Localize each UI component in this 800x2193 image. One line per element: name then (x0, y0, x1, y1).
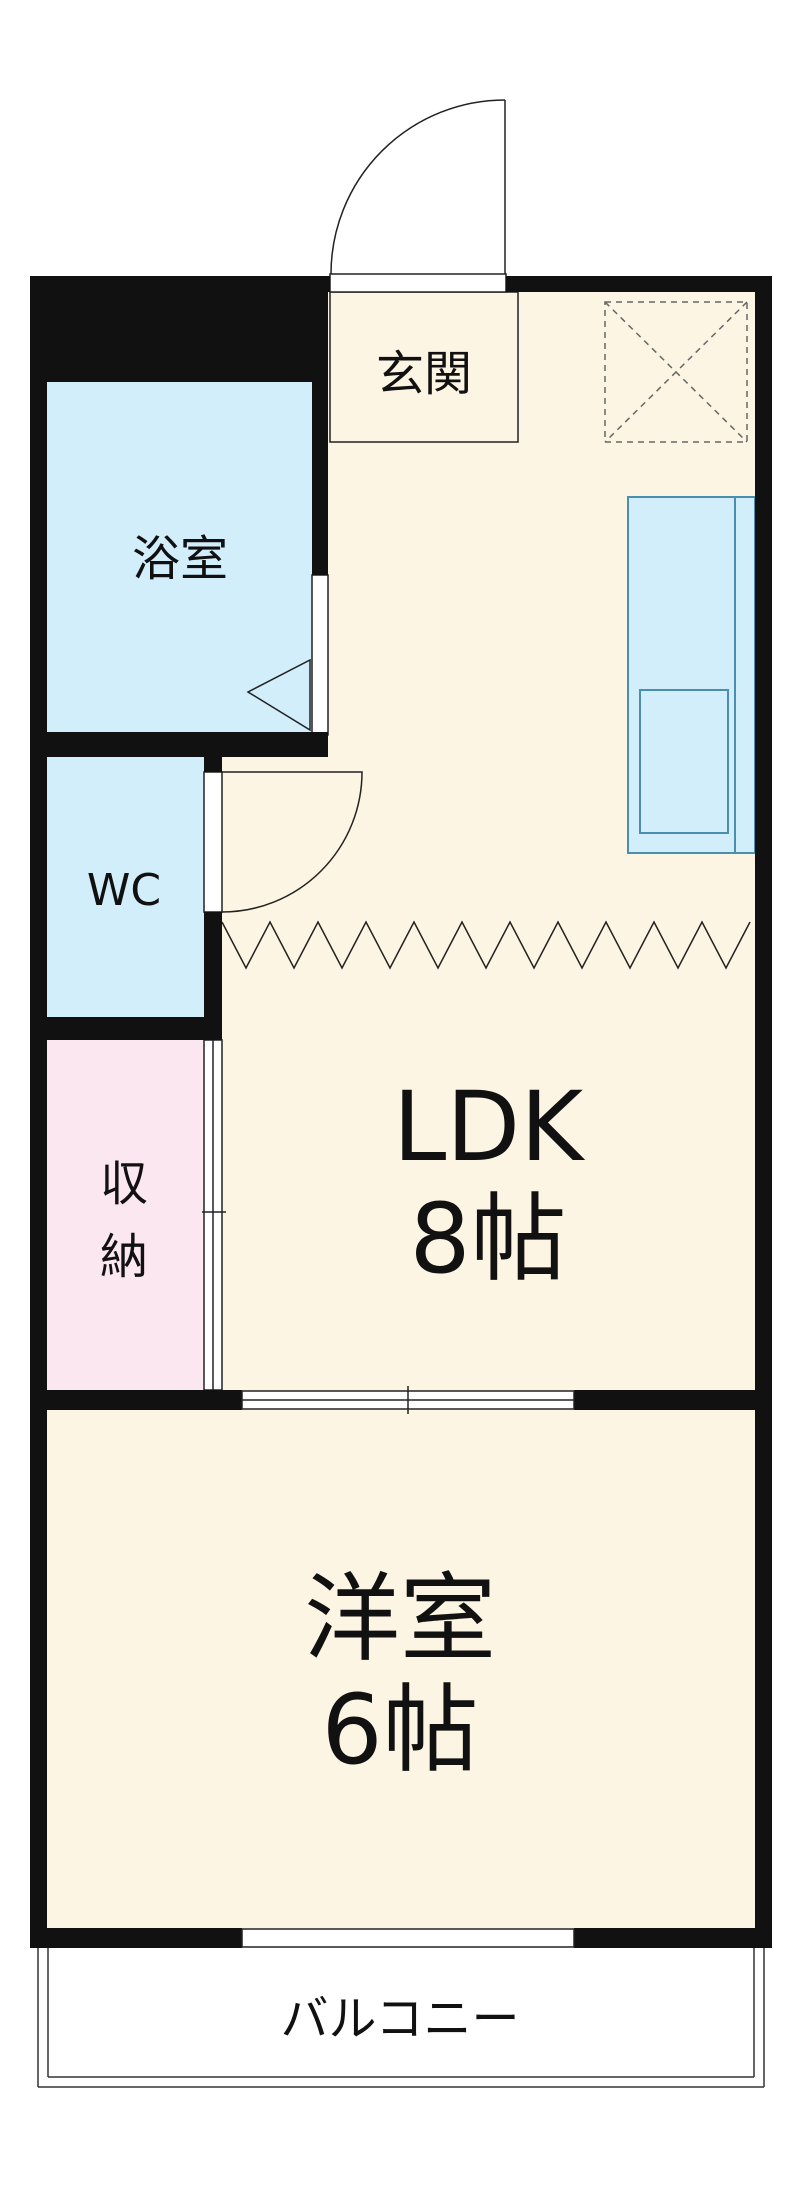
western-label-line1: 洋室 (304, 1563, 496, 1675)
balcony-label: バルコニー (280, 1991, 519, 2047)
sliding-door-icon (241, 1386, 575, 1414)
balcony-railing (37, 1948, 765, 2088)
entrance-area (329, 291, 519, 443)
storage-floor (47, 1040, 204, 1390)
storage-label-line2: 納 (100, 1229, 148, 1285)
entrance-label: 玄関 (376, 346, 472, 402)
bath-floor (47, 382, 312, 732)
fridge-space-icon (604, 301, 748, 443)
balcony-window-icon (241, 1928, 575, 1948)
walls (30, 276, 772, 1948)
wc-floor (47, 757, 204, 1017)
western-label-line2: 6帖 (321, 1674, 478, 1786)
western-floor (47, 1410, 755, 1928)
wc-label: WC (87, 865, 161, 916)
kitchen-counter-icon (627, 496, 756, 854)
bath-label: 浴室 (132, 531, 228, 587)
storage-door-icon (202, 1039, 226, 1391)
folding-partition-icon (221, 920, 751, 970)
front-door-icon (329, 99, 507, 293)
storage-label-line1: 収 (100, 1156, 148, 1212)
ldk-label-line1: LDK (393, 1071, 585, 1183)
ldk-label-line2: 8帖 (409, 1183, 566, 1295)
